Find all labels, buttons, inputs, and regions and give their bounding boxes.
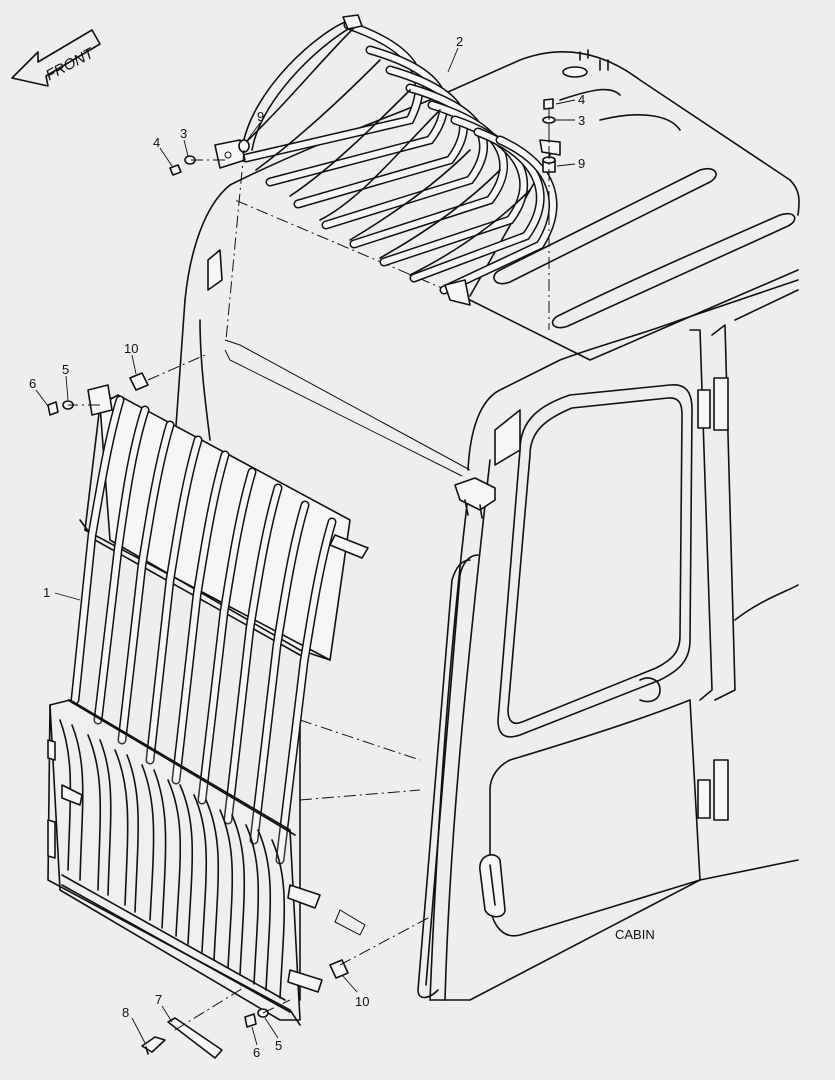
callout-2: 2 [456,34,463,49]
callout-4-top-left: 4 [153,135,160,150]
callout-1: 1 [43,585,50,600]
front-direction-arrow: FRONT [11,29,101,87]
front-label: FRONT [43,44,98,84]
callout-6-left: 6 [29,376,36,391]
callout-7: 7 [155,992,162,1007]
callout-10-bottom: 10 [355,994,369,1009]
callout-4-top-right: 4 [578,92,585,107]
callout-8: 8 [122,1005,129,1020]
assembly-lines [68,108,550,1031]
callout-5-bottom: 5 [275,1038,282,1053]
side-guard [47,384,369,1026]
callout-9-top-left: 9 [257,109,264,124]
callout-10-left: 10 [124,341,138,356]
callout-9-top-right: 9 [578,156,585,171]
hardware-parts [47,98,556,1059]
leader-lines [35,47,576,1046]
callout-5-left: 5 [62,362,69,377]
cabin-label: CABIN [615,927,655,942]
callout-6-bottom: 6 [253,1045,260,1060]
callout-3-top-left: 3 [180,126,187,141]
callout-3-top-right: 3 [578,113,585,128]
top-guard [214,14,561,306]
callout-numbers: 1 2 3 3 4 4 5 5 6 6 7 8 9 9 10 10 CABIN [29,34,655,1060]
